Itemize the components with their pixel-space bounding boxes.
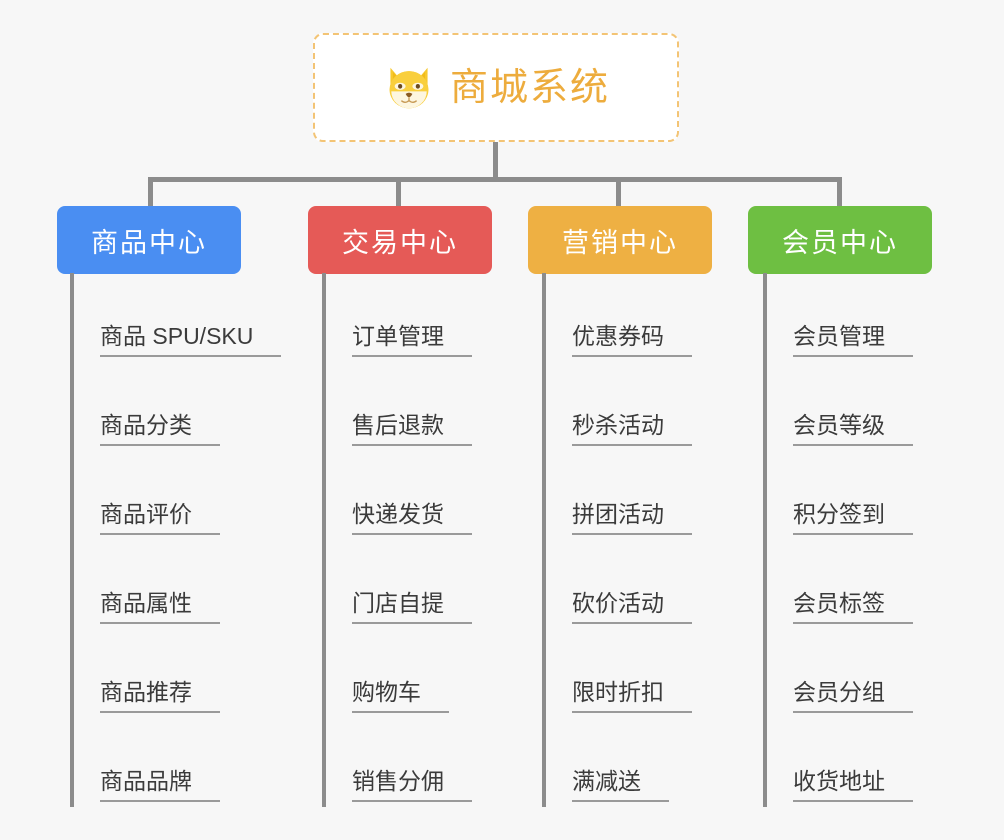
branch-header-label: 营销中心 <box>562 227 678 258</box>
leaf-item[interactable]: 砍价活动 <box>542 540 742 629</box>
leaf-label: 限时折扣 <box>572 679 692 713</box>
leaf-label: 积分签到 <box>793 501 913 535</box>
leaf-item[interactable]: 销售分佣 <box>322 718 522 807</box>
leaf-item[interactable]: 收货地址 <box>763 718 963 807</box>
leaf-item[interactable]: 会员管理 <box>763 273 963 362</box>
leaf-item[interactable]: 会员等级 <box>763 362 963 451</box>
branch-header-2[interactable]: 交易中心 <box>308 206 492 274</box>
connector-horizontal-bus <box>148 177 842 182</box>
leaf-label: 门店自提 <box>352 590 472 624</box>
branch-column-3: 优惠券码 秒杀活动 拼团活动 砍价活动 限时折扣 满减送 <box>542 273 742 807</box>
leaf-item[interactable]: 商品属性 <box>70 540 270 629</box>
leaf-label: 会员标签 <box>793 590 913 624</box>
connector-drop-2 <box>396 177 401 207</box>
leaf-label: 商品推荐 <box>100 679 220 713</box>
leaf-item[interactable]: 快递发货 <box>322 451 522 540</box>
leaf-label: 购物车 <box>352 679 449 713</box>
leaf-label: 商品分类 <box>100 412 220 446</box>
branch-spine <box>542 273 546 807</box>
branch-header-label: 交易中心 <box>342 227 458 258</box>
leaf-label: 会员管理 <box>793 323 913 357</box>
leaf-item[interactable]: 优惠券码 <box>542 273 742 362</box>
leaf-item[interactable]: 秒杀活动 <box>542 362 742 451</box>
shiba-dog-icon <box>389 67 429 108</box>
branch-header-4[interactable]: 会员中心 <box>748 206 932 274</box>
leaf-item[interactable]: 商品品牌 <box>70 718 270 807</box>
leaf-label: 收货地址 <box>793 768 913 802</box>
branch-spine <box>763 273 767 807</box>
branch-header-3[interactable]: 营销中心 <box>528 206 712 274</box>
leaf-label: 销售分佣 <box>352 768 472 802</box>
connector-root-stem <box>493 142 498 180</box>
leaf-label: 优惠券码 <box>572 323 692 357</box>
root-title: 商城系统 <box>449 66 610 109</box>
connector-drop-4 <box>837 177 842 207</box>
leaf-item[interactable]: 商品 SPU/SKU <box>70 273 282 362</box>
branch-header-1[interactable]: 商品中心 <box>57 206 241 274</box>
leaf-label: 砍价活动 <box>572 590 692 624</box>
leaf-item[interactable]: 购物车 <box>322 629 522 718</box>
leaf-item[interactable]: 限时折扣 <box>542 629 742 718</box>
leaf-item[interactable]: 门店自提 <box>322 540 522 629</box>
branch-spine <box>322 273 326 807</box>
leaf-label: 商品品牌 <box>100 768 220 802</box>
branch-column-2: 订单管理 售后退款 快递发货 门店自提 购物车 销售分佣 <box>322 273 522 807</box>
leaf-item[interactable]: 商品推荐 <box>70 629 270 718</box>
leaf-label: 秒杀活动 <box>572 412 692 446</box>
branch-header-label: 会员中心 <box>782 227 898 258</box>
leaf-item[interactable]: 商品分类 <box>70 362 270 451</box>
leaf-label: 会员等级 <box>793 412 913 446</box>
leaf-label: 商品评价 <box>100 501 220 535</box>
branch-spine <box>70 273 74 807</box>
branch-column-4: 会员管理 会员等级 积分签到 会员标签 会员分组 收货地址 <box>763 273 963 807</box>
leaf-label: 订单管理 <box>352 323 472 357</box>
connector-drop-3 <box>616 177 621 207</box>
branch-column-1: 商品 SPU/SKU 商品分类 商品评价 商品属性 商品推荐 商品品牌 <box>70 273 282 807</box>
connector-drop-1 <box>148 177 153 207</box>
leaf-label: 满减送 <box>572 768 669 802</box>
leaf-item[interactable]: 订单管理 <box>322 273 522 362</box>
leaf-item[interactable]: 满减送 <box>542 718 742 807</box>
leaf-label: 快递发货 <box>352 501 472 535</box>
leaf-label: 售后退款 <box>352 412 472 446</box>
root-node[interactable]: 商城系统 <box>313 33 679 142</box>
leaf-label: 拼团活动 <box>572 501 692 535</box>
leaf-label: 商品 SPU/SKU <box>100 323 282 357</box>
leaf-label: 商品属性 <box>100 590 220 624</box>
leaf-label: 会员分组 <box>793 679 913 713</box>
leaf-item[interactable]: 商品评价 <box>70 451 270 540</box>
branch-header-label: 商品中心 <box>91 227 207 258</box>
leaf-item[interactable]: 会员分组 <box>763 629 963 718</box>
leaf-item[interactable]: 售后退款 <box>322 362 522 451</box>
leaf-item[interactable]: 会员标签 <box>763 540 963 629</box>
leaf-item[interactable]: 拼团活动 <box>542 451 742 540</box>
leaf-item[interactable]: 积分签到 <box>763 451 963 540</box>
